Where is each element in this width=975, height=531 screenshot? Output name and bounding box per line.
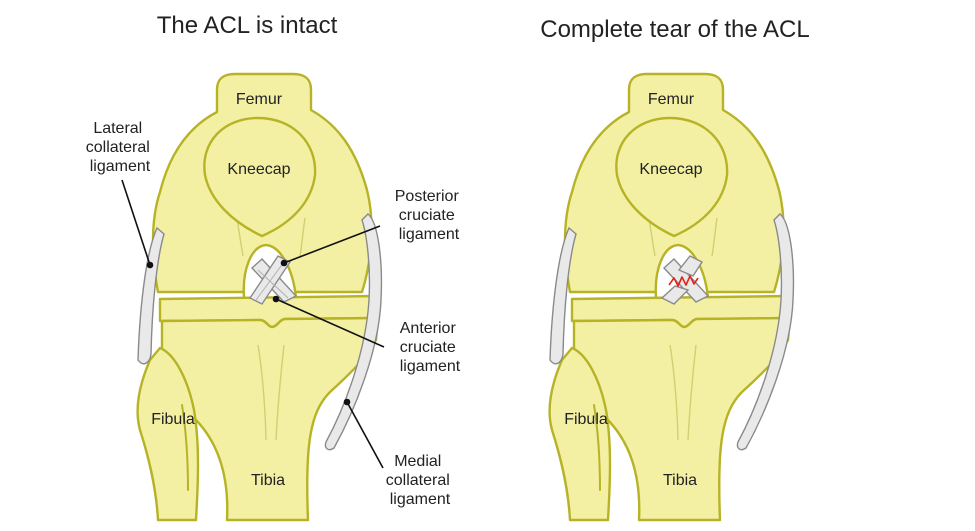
knee-intact (138, 74, 382, 520)
knee-torn (550, 74, 794, 520)
svg-text:Posterior cruciate: Posterior cruciate ligament (395, 188, 463, 243)
label-fibula-left: Fibula (151, 411, 195, 428)
panel-title-torn: Complete tear of the ACL (540, 16, 809, 43)
leader-medial-collateral (347, 402, 383, 468)
posterior-cruciate-line-3: ligament (399, 226, 460, 243)
lateral-collateral-line-1: Lateral (93, 120, 142, 137)
panel-title-intact: The ACL is intact (157, 12, 338, 39)
medial-collateral-line-1: Medial (394, 453, 441, 470)
anterior-cruciate-line-2: cruciate (400, 339, 456, 356)
posterior-cruciate-line-2: cruciate (399, 207, 455, 224)
medial-collateral-line-3: ligament (390, 491, 451, 508)
label-tibia-left: Tibia (251, 472, 285, 489)
label-femur-right: Femur (648, 91, 695, 108)
posterior-cruciate-line-1: Posterior (395, 188, 460, 205)
svg-text:Anterior cruciate: Anterior cruciate ligament (400, 320, 461, 375)
label-kneecap-right: Kneecap (639, 161, 702, 178)
anterior-cruciate-line-3: ligament (400, 358, 461, 375)
label-fibula-right: Fibula (564, 411, 608, 428)
label-kneecap-left: Kneecap (227, 161, 290, 178)
medial-collateral-line-2: collateral (386, 472, 450, 489)
lateral-collateral-line-3: ligament (90, 158, 151, 175)
label-tibia-right: Tibia (663, 472, 697, 489)
svg-text:Lateral collateral: Lateral collateral ligament (86, 120, 154, 175)
anterior-cruciate-line-1: Anterior (400, 320, 457, 337)
svg-text:Medial collateral: Medial collateral ligament (386, 453, 454, 508)
lateral-collateral-line-2: collateral (86, 139, 150, 156)
label-femur-left: Femur (236, 91, 283, 108)
callout-medial-collateral: Medial collateral ligament (344, 399, 455, 508)
leader-lateral-collateral (122, 180, 150, 265)
callout-lateral-collateral: Lateral collateral ligament (86, 120, 154, 268)
